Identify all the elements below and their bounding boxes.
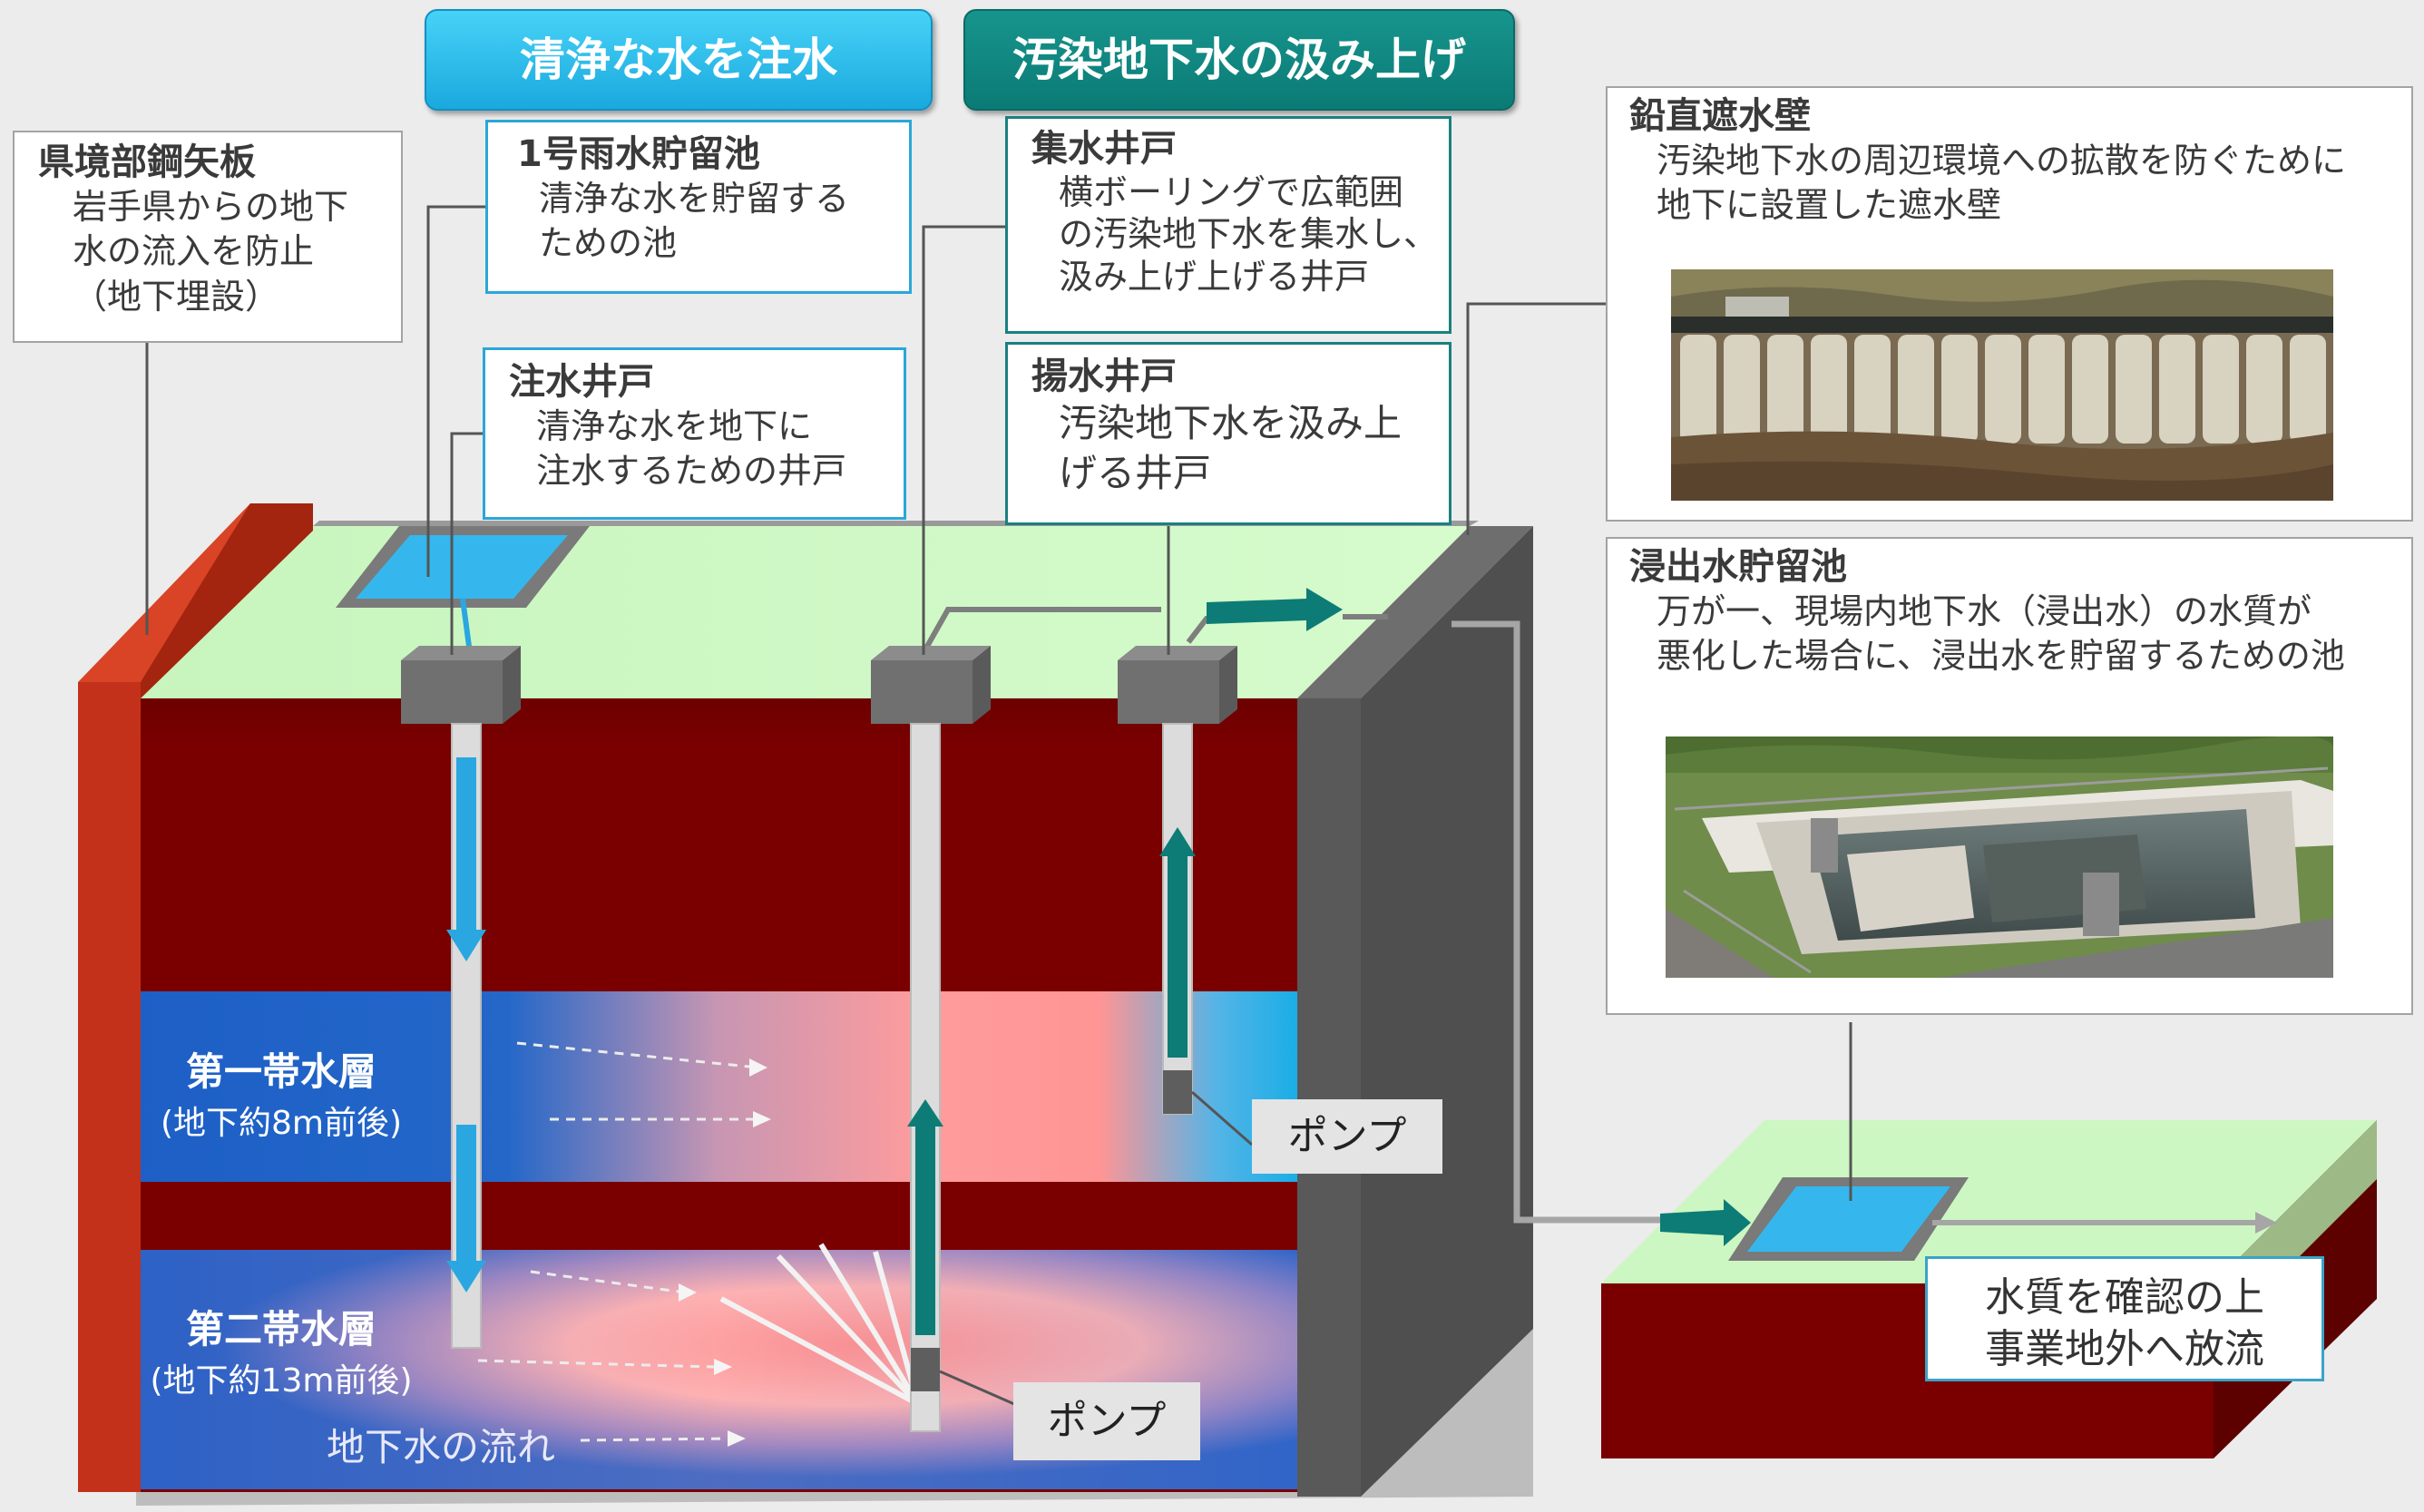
leachate-pond-callout: 浸出水貯留池 万が一、現場内地下水（浸出水）の水質が 悪化した場合に、浸出水を貯… [1606,537,2413,1015]
rain-pond-title: 1号雨水貯留池 [517,133,760,175]
pumpup-banner: 汚染地下水の汲み上げ [963,9,1515,111]
discharge-pipe [1451,620,1669,1224]
leader-lines [145,205,1852,1201]
cutoff-wall-side [1361,526,1533,1497]
pumping-well-callout: 揚水井戸 汚染地下水を汲み上 げる井戸 [1005,342,1451,525]
first-aquifer-label: 第一帯水層 (地下約8m前後) [141,1041,422,1144]
pump-leader-1 [1191,1090,1253,1146]
right-arrow-icon [1207,588,1343,631]
first-aquifer-depth: (地下約8m前後) [160,1105,403,1142]
pumping-well-body: 汚染地下水を汲み上 げる井戸 [1059,401,1403,495]
rain-pond-callout: 1号雨水貯留池 清浄な水を貯留する ための池 [485,120,912,294]
groundwater-flow-arrows [477,1041,753,1442]
pumping-well-title: 揚水井戸 [1031,356,1177,397]
sheet-pile-side [141,503,313,698]
cutoff-wall-photo [1671,269,2333,501]
leachate-pond-title: 浸出水貯留池 [1629,546,1847,588]
right-arrow-icon [1660,1199,1751,1246]
collection-well-body: 横ボーリングで広範囲 の汚染地下水を集水し、 汲み上げ上げる井戸 [1059,172,1439,297]
up-arrow-icon [907,1099,943,1335]
groundwater-flow-label: 地下水の流れ [327,1425,556,1469]
rain-pond-body: 清浄な水を貯留する ための池 [539,179,850,264]
pumping-well-head [1118,646,1237,724]
injection-well-body: 清浄な水を地下に 注水するための井戸 [536,406,847,492]
second-aquifer-depth: (地下約13m前後) [150,1362,413,1400]
cutoff-wall-top [1297,526,1533,698]
pump-label-2: ポンプ [1013,1382,1200,1460]
up-arrow-icon [1159,827,1196,1058]
cutoff-wall-front [1297,698,1361,1497]
inject-banner: 清浄な水を注水 [425,9,933,111]
leachate-pond-small [1728,1177,1969,1261]
pump-label-1: ポンプ [1252,1099,1442,1174]
first-aquifer [136,991,1297,1182]
discharge-note: 水質を確認の上 事業地外へ放流 [1925,1256,2324,1381]
collection-well-head [871,646,991,724]
leachate-pond-body: 万が一、現場内地下水（浸出水）の水質が 悪化した場合に、浸出水を貯留するための池 [1657,591,2345,677]
cutoff-wall-body: 汚染地下水の周辺環境への拡散を防ぐために 地下に設置した遮水壁 [1657,141,2347,226]
down-arrow-icon [446,757,486,961]
down-arrow-icon [446,1125,486,1293]
sheet-pile-body: 岩手県からの地下 水の流入を防止 （地下埋設） [73,187,349,317]
sheet-pile-title: 県境部鋼矢板 [38,141,256,183]
leachate-pond-photo [1666,736,2333,978]
first-aquifer-name: 第一帯水層 [185,1049,376,1094]
collection-well-title: 集水井戸 [1031,128,1177,170]
collection-well-callout: 集水井戸 横ボーリングで広範囲 の汚染地下水を集水し、 汲み上げ上げる井戸 [1005,116,1451,334]
pump-leader-2 [939,1370,1015,1406]
horizontal-borings [719,1243,921,1407]
pumping-pump [1163,1070,1192,1114]
second-aquifer-name: 第二帯水層 [185,1307,376,1351]
pond-pipe [460,598,473,654]
collection-pipe [918,607,1161,659]
cutoff-wall-title: 鉛直遮水壁 [1629,95,1811,137]
cutoff-wall-callout: 鉛直遮水壁 汚染地下水の周辺環境への拡散を防ぐために 地下に設置した遮水壁 [1606,86,2413,522]
rain-pond [336,526,590,608]
injection-well-callout: 注水井戸 清浄な水を地下に 注水するための井戸 [483,347,906,520]
injection-well-title: 注水井戸 [509,361,654,403]
flow-arrow-heads [679,1058,771,1447]
sheet-pile-front [78,682,141,1492]
collection-pump [911,1348,940,1391]
outflow-arrow-head [2255,1212,2277,1234]
injection-well-head [401,646,521,724]
second-aquifer-label: 第二帯水層 (地下約13m前後) [141,1299,422,1401]
sheet-pile-callout: 県境部鋼矢板 岩手県からの地下 水の流入を防止 （地下埋設） [13,131,403,343]
